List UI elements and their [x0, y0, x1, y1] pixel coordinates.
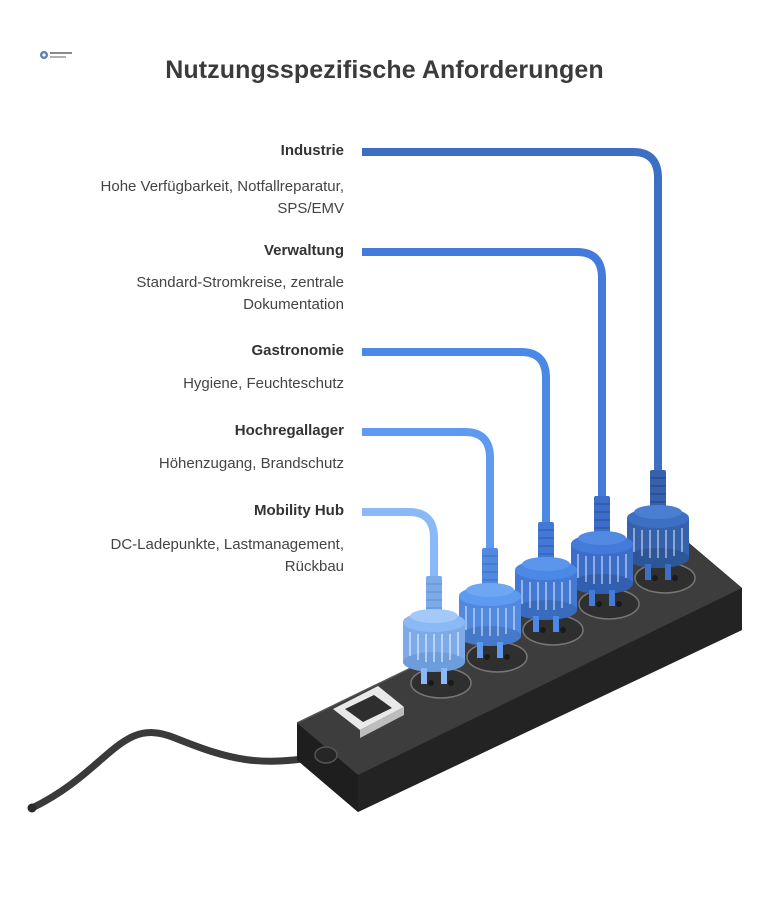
category-title-hochregallager: Hochregallager — [234, 422, 344, 439]
category-description-gastronomie: Hygiene, Feuchteschutz — [4, 373, 344, 395]
description-line: Hygiene, Feuchteschutz — [183, 375, 344, 392]
category-description-verwaltung: Standard-Stromkreise, zentrale Dokumenta… — [4, 272, 344, 316]
description-line: Hohe Verfügbarkeit, Notfallreparatur, — [100, 178, 344, 195]
plug-hochregallager — [459, 548, 521, 658]
category-description-hochregallager: Höhenzugang, Brandschutz — [4, 453, 344, 475]
description-line: Rückbau — [284, 558, 344, 575]
category-title-gastronomie: Gastronomie — [251, 342, 344, 359]
power-switch-icon — [333, 686, 404, 738]
page-title: Nutzungsspezifische Anforderungen — [165, 56, 604, 84]
description-line: Standard-Stromkreise, zentrale — [136, 274, 344, 291]
cable-end — [27, 803, 37, 813]
plug-mobility-hub — [403, 576, 465, 684]
power-strip — [296, 536, 742, 812]
cable-hochregallager — [362, 428, 494, 550]
plug-industrie — [627, 470, 689, 580]
cable-industrie — [362, 148, 662, 472]
category-description-mobility-hub: DC-Ladepunkte, Lastmanagement, Rückbau — [4, 534, 344, 578]
cable-gastronomie — [362, 348, 550, 524]
category-title-mobility-hub: Mobility Hub — [254, 502, 344, 519]
cable-mobility-hub — [362, 508, 438, 578]
description-line: Dokumentation — [243, 296, 344, 313]
plug-verwaltung — [571, 496, 633, 606]
category-title-industrie: Industrie — [280, 142, 344, 159]
description-line: SPS/EMV — [277, 200, 344, 217]
description-line: Höhenzugang, Brandschutz — [158, 455, 344, 472]
power-cable — [28, 729, 330, 812]
plug-gastronomie — [515, 522, 577, 632]
category-description-industrie: Hohe Verfügbarkeit, Notfallreparatur, SP… — [4, 176, 344, 220]
cable-verwaltung — [362, 248, 606, 498]
category-title-verwaltung: Verwaltung — [263, 242, 344, 259]
description-line: DC-Ladepunkte, Lastmanagement, — [110, 536, 344, 553]
brand-logo-icon — [40, 51, 72, 59]
